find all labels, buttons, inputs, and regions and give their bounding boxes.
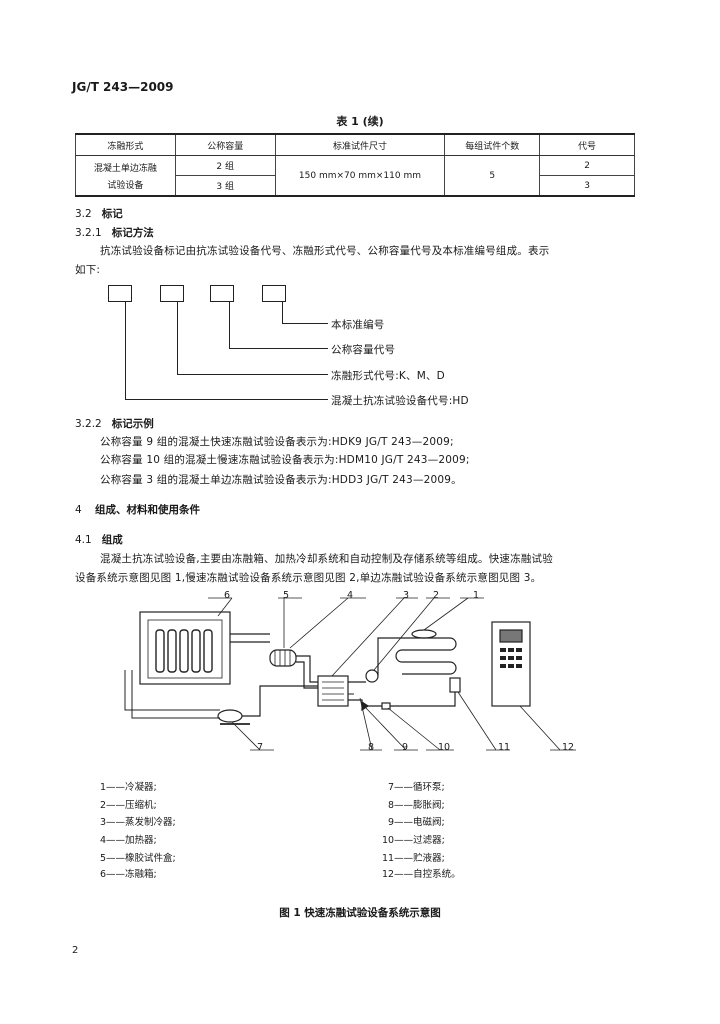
section-number: 4.1 [75,534,92,546]
paragraph-line: 抗冻试验设备标记由抗冻试验设备代号、冻融形式代号、公称容量代号及本标准编号组成。… [100,245,550,257]
callout-number: 6 [224,590,231,601]
callout-number: 7 [257,742,264,753]
legend-item: 10——过滤器; [382,835,445,846]
example-line: 公称容量 10 组的混凝土慢速冻融试验设备表示为:HDM10 JG/T 243—… [100,454,470,466]
standard-header: JG/T 243—2009 [72,80,174,94]
callout-number: 4 [347,590,354,601]
table-header-row: 冻融形式 公称容量 标准试件尺寸 每组试件个数 代号 [75,133,635,156]
specification-table: 冻融形式 公称容量 标准试件尺寸 每组试件个数 代号 混凝土单边冻融 试验设备 … [75,133,635,197]
capacity-cell: 3 组 [174,175,276,197]
section-title: 标记 [101,208,123,220]
section-number: 3.2.1 [75,227,102,239]
legend-item: 9——电磁阀; [388,817,445,828]
marking-label: 本标准编号 [331,319,385,331]
section-number: 4 [75,504,82,516]
callout-number: 2 [433,590,440,601]
paragraph-line: 如下: [75,264,101,276]
section-3-2-heading: 3.2 标记 [75,206,123,221]
legend-item: 11——贮液器; [382,853,445,864]
code-box [210,285,234,302]
paragraph-line: 设备系统示意图见图 1,慢速冻融试验设备系统示意图见图 2,单边冻融试验设备系统… [75,572,542,584]
rubber-specimen-boxes [155,629,213,673]
row-label-line: 试验设备 [107,180,144,191]
table-header-cell: 标准试件尺寸 [274,133,446,156]
example-line: 公称容量 9 组的混凝土快速冻融试验设备表示为:HDK9 JG/T 243—20… [100,436,454,448]
legend-item: 3——蒸发制冷器; [100,817,176,828]
figure-caption: 图 1 快速冻融试验设备系统示意图 [279,907,441,919]
section-number: 3.2.2 [75,418,102,430]
code-box [262,285,286,302]
condenser-coil [395,629,457,675]
code-box [160,285,184,302]
callout-number: 10 [438,742,451,753]
section-number: 3.2 [75,208,92,220]
table-row: 3 组 3 [76,175,635,197]
freeze-thaw-box [139,611,231,685]
filter [381,702,391,710]
legend-item: 5——橡胶试件盒; [100,853,176,864]
legend-item: 4——加热器; [100,835,157,846]
callout-number: 11 [498,742,511,753]
table-row: 混凝土单边冻融 试验设备 2 组 150 mm×70 mm×110 mm 5 2 [75,155,635,197]
callout-number: 12 [562,742,575,753]
code-cell: 3 [539,175,635,197]
legend-item: 6——冻融箱; [100,869,157,880]
callout-number: 8 [368,742,375,753]
page-number: 2 [72,945,79,956]
compressor [365,669,379,683]
control-cabinet [491,621,531,707]
capacity-cell: 2 组 [174,155,276,176]
liquid-receiver [449,677,461,693]
callout-number: 1 [473,590,480,601]
table-header-cell: 代号 [539,133,635,156]
circulating-pump [217,709,243,723]
example-line: 公称容量 3 组的混凝土单边冻融试验设备表示为:HDD3 JG/T 243—20… [100,474,462,486]
section-title: 组成、材料和使用条件 [95,504,201,516]
section-3-2-2-heading: 3.2.2 标记示例 [75,416,154,431]
table-caption: 表 1 (续) [336,115,384,128]
row-label-line: 混凝土单边冻融 [93,163,157,174]
section-4-1-heading: 4.1 组成 [75,532,123,547]
section-title: 组成 [101,534,123,546]
marking-label: 冻融形式代号:K、M、D [331,370,445,382]
marking-label: 公称容量代号 [331,344,396,356]
callout-number: 3 [403,590,410,601]
specimen-size-cell: 150 mm×70 mm×110 mm [274,155,446,197]
code-box [108,285,132,302]
evaporator [317,675,349,707]
callout-number: 5 [283,590,290,601]
legend-item: 8——膨胀阀; [388,800,445,811]
freeze-thaw-system-schematic [124,597,576,751]
section-4-heading: 4 组成、材料和使用条件 [75,502,200,517]
section-title: 标记方法 [111,227,154,239]
section-title: 标记示例 [111,418,154,430]
legend-item: 2——压缩机; [100,800,157,811]
code-cell: 2 [539,155,635,176]
count-cell: 5 [444,155,541,197]
legend-item: 7——循环泵; [388,782,445,793]
table-header-cell: 公称容量 [174,133,276,156]
table-header-cell: 冻融形式 [75,133,176,156]
legend-item: 12——自控系统。 [382,869,461,880]
legend-item: 1——冷凝器; [100,782,157,793]
paragraph-line: 混凝土抗冻试验设备,主要由冻融箱、加热冷却系统和自动控制及存储系统等组成。快速冻… [100,553,553,565]
callout-number: 9 [402,742,409,753]
row-label-cell: 混凝土单边冻融 试验设备 [75,155,176,197]
table-header-cell: 每组试件个数 [444,133,541,156]
marking-label: 混凝土抗冻试验设备代号:HD [331,395,469,407]
section-3-2-1-heading: 3.2.1 标记方法 [75,225,154,240]
heater [269,649,297,667]
